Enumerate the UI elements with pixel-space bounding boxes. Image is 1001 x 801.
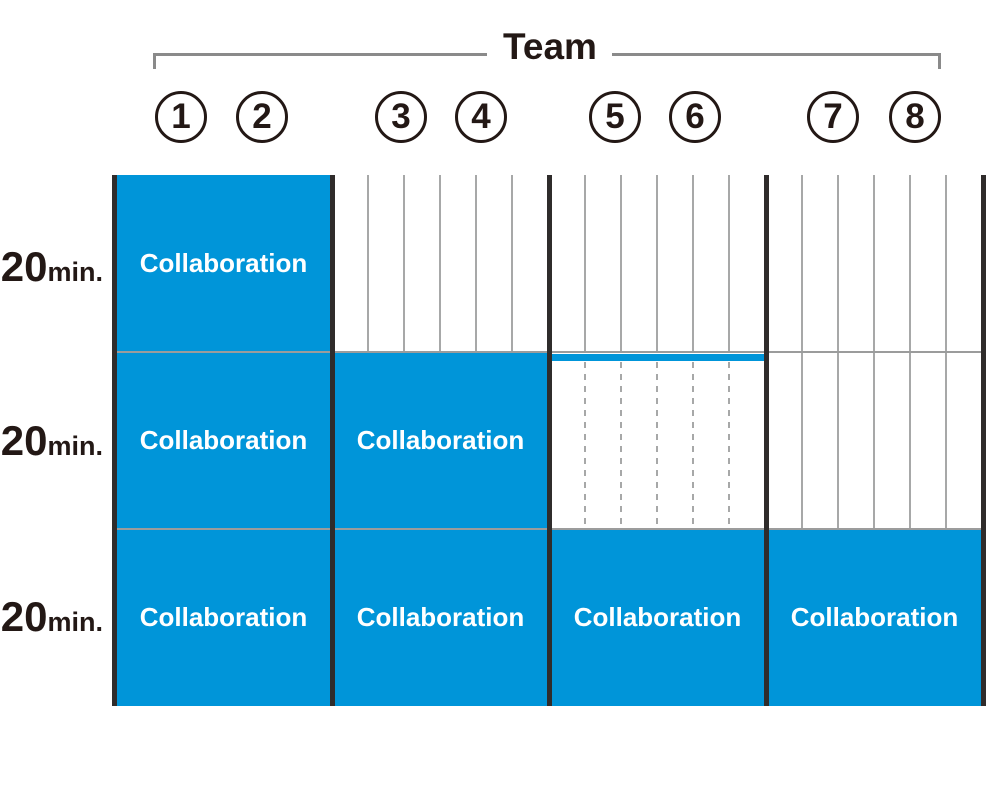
time-unit: min. <box>47 607 103 637</box>
team-circle-4: 4 <box>455 91 507 143</box>
team-number: 6 <box>685 97 705 136</box>
cell-row2-teams34-collaboration: Collaboration <box>332 352 549 529</box>
team-bracket-tick-right <box>938 53 941 69</box>
team-bracket-line-right <box>612 53 941 56</box>
team-circle-7: 7 <box>807 91 859 143</box>
collaboration-label: Collaboration <box>356 425 525 455</box>
group-divider-right <box>981 175 986 706</box>
team-circle-3: 3 <box>375 91 427 143</box>
individual-lanes-row1-teams34 <box>332 175 549 352</box>
collaboration-strip-row2-teams56 <box>549 354 766 361</box>
time-value: 20 <box>0 243 48 290</box>
collaboration-label: Collaboration <box>139 602 308 632</box>
team-number: 8 <box>905 97 925 136</box>
team-number: 3 <box>391 97 411 136</box>
team-number: 1 <box>171 97 191 136</box>
collaboration-label: Collaboration <box>356 602 525 632</box>
individual-lanes-row1-teams56 <box>549 175 766 352</box>
team-circle-2: 2 <box>236 91 288 143</box>
cell-row3-teams78-collaboration: Collaboration <box>766 529 983 706</box>
team-title: Team <box>503 26 597 67</box>
team-number: 7 <box>823 97 843 136</box>
group-divider-left <box>112 175 117 706</box>
collaboration-label: Collaboration <box>790 602 959 632</box>
collaboration-label: Collaboration <box>573 602 742 632</box>
group-divider-34-56 <box>547 175 552 706</box>
team-number: 5 <box>605 97 625 136</box>
group-divider-12-34 <box>330 175 335 706</box>
time-value: 20 <box>0 417 48 464</box>
cell-row3-teams56-collaboration: Collaboration <box>549 529 766 706</box>
cell-row1-teams12-collaboration: Collaboration <box>115 175 332 352</box>
team-circle-6: 6 <box>669 91 721 143</box>
time-unit: min. <box>47 431 103 461</box>
cell-row3-teams34-collaboration: Collaboration <box>332 529 549 706</box>
time-unit: min. <box>47 257 103 287</box>
group-divider-56-78 <box>764 175 769 706</box>
team-bracket-tick-left <box>153 53 156 69</box>
time-value: 20 <box>0 593 48 640</box>
team-circle-8: 8 <box>889 91 941 143</box>
cell-row3-teams12-collaboration: Collaboration <box>115 529 332 706</box>
dashed-lanes-row2-teams56 <box>549 362 766 527</box>
team-number: 4 <box>471 97 491 136</box>
cell-row2-teams12-collaboration: Collaboration <box>115 352 332 529</box>
team-number: 2 <box>252 97 272 136</box>
collaboration-label: Collaboration <box>139 248 308 278</box>
team-circle-5: 5 <box>589 91 641 143</box>
team-bracket-line-left <box>153 53 487 56</box>
collaboration-label: Collaboration <box>139 425 308 455</box>
team-circle-1: 1 <box>155 91 207 143</box>
